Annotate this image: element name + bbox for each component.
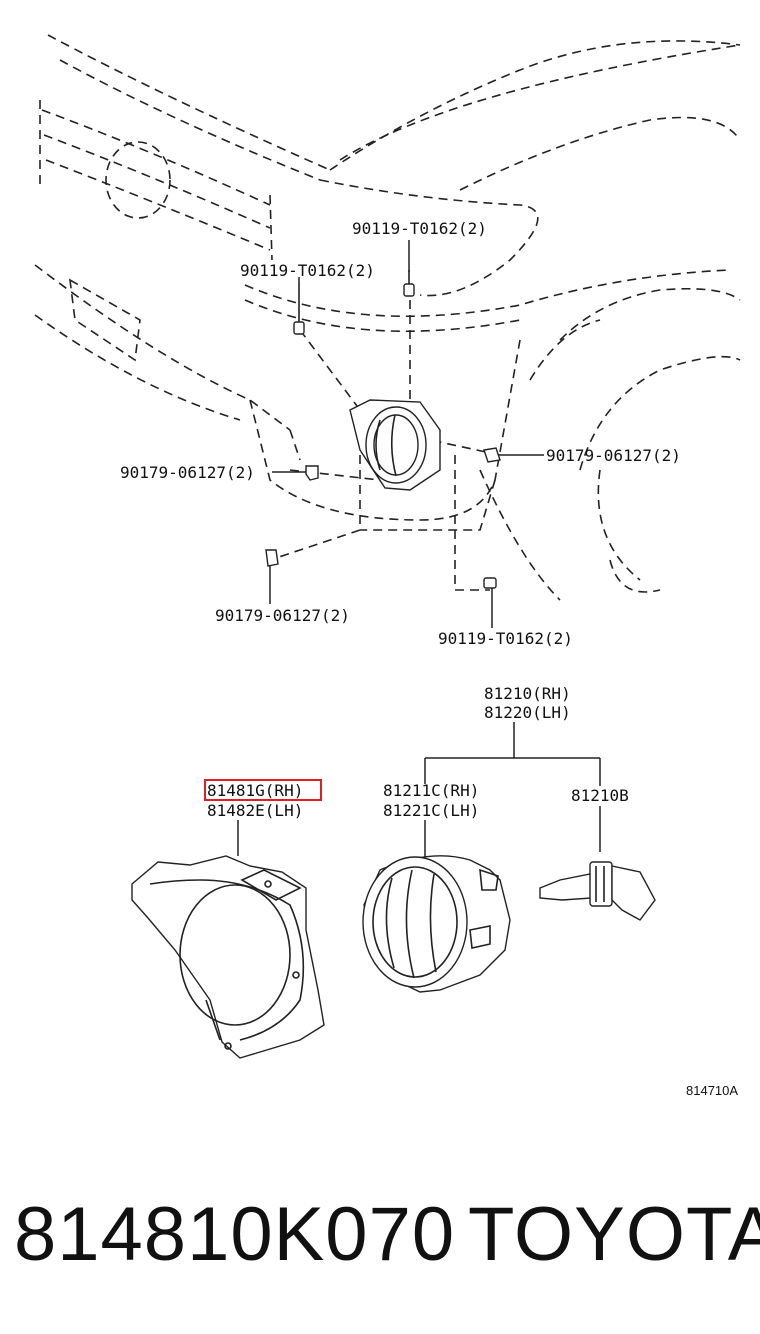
callout-bracket-rh[interactable]: 81481G(RH) (207, 781, 303, 800)
highlight-box (204, 779, 322, 801)
callout-bracket-lh: 81482E(LH) (207, 801, 303, 820)
callout-bolt-left: 90119-T0162(2) (240, 261, 375, 280)
fog-lamp-unit (362, 855, 511, 993)
callout-bolt-top: 90119-T0162(2) (352, 219, 487, 238)
callout-clip-bottom: 90179-06127(2) (215, 606, 350, 625)
bolt-top-icon (403, 270, 415, 297)
clip-left-icon (305, 465, 319, 481)
clip-bottom-icon (265, 549, 279, 567)
callout-assembly-rh: 81210(RH) (484, 684, 571, 703)
installed-fog-lamp (349, 399, 441, 491)
callout-clip-right: 90179-06127(2) (546, 446, 681, 465)
bolt-left-icon (293, 283, 305, 335)
callout-bulb: 81210B (571, 786, 629, 805)
part-number: 814810K070 (14, 1192, 456, 1277)
clip-right-icon (483, 447, 501, 463)
callout-bolt-bottom: 90119-T0162(2) (438, 629, 573, 648)
callout-lamp-rh: 81211C(RH) (383, 781, 479, 800)
fog-lamp-bracket (131, 855, 325, 1059)
callout-clip-left: 90179-06127(2) (120, 463, 255, 482)
vehicle-front-outline (34, 34, 741, 601)
bolt-bottom-icon (483, 577, 497, 589)
diagram-id: 814710A (686, 1083, 738, 1098)
brand-name: TOYOTA (468, 1192, 760, 1277)
fog-lamp-bulb (539, 861, 656, 921)
callout-lamp-lh: 81221C(LH) (383, 801, 479, 820)
callout-assembly-lh: 81220(LH) (484, 703, 571, 722)
